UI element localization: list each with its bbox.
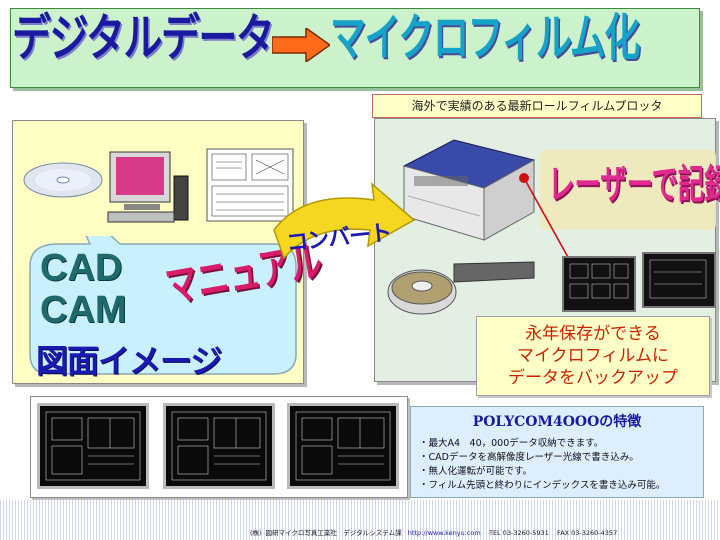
cd-disc-icon xyxy=(23,162,103,198)
computer-icon xyxy=(107,151,189,223)
footer-contact: (株）図研マイクロ写真工業社 デジタルシステム課 http://www.keny… xyxy=(250,527,617,537)
storage-line-1: 永年保存ができる xyxy=(525,324,661,344)
title-digital-data: デジタルデータ xyxy=(12,9,275,67)
film-reel-icon xyxy=(387,261,535,315)
drawing-thumbnail-1 xyxy=(37,403,149,489)
feature-item: ・フィルム先頭と終わりにインデックスを書き込み可能。 xyxy=(419,480,666,491)
title-microfilm: マイクロフィルム化 xyxy=(330,9,640,67)
cam-label: CAM xyxy=(40,289,127,331)
storage-note: 永年保存ができる マイクロフィルムに データをバックアップ xyxy=(476,316,710,396)
drawing-thumbnail-2 xyxy=(163,403,275,489)
laser-record-label: レーザーで記録 xyxy=(548,162,720,208)
cad-drawing-thumbnail xyxy=(206,148,294,222)
drawing-thumbnails-panel xyxy=(30,396,408,498)
drawing-thumbnail-3 xyxy=(287,403,399,489)
footer-company: (株）図研マイクロ写真工業社 デジタルシステム課 xyxy=(250,529,402,537)
convert-arrow-icon xyxy=(273,182,416,260)
film-plotter-icon xyxy=(402,139,536,241)
laser-label-background xyxy=(540,150,716,230)
footer-band xyxy=(0,500,720,540)
footer-url-link[interactable]: http://www.kenyu.com xyxy=(407,529,481,537)
cad-label: CAD xyxy=(40,247,123,289)
footer-tel: TEL 03-3260-5931 xyxy=(488,529,549,537)
laser-beam-line xyxy=(519,173,575,269)
right-arrow-icon xyxy=(272,28,330,62)
microfilm-frame-1 xyxy=(562,256,636,312)
feature-item: ・最大A4 40，000データ収納できます。 xyxy=(419,438,604,449)
microfilm-frame-2 xyxy=(642,252,716,308)
title-banner xyxy=(10,8,700,88)
features-panel: POLYCOM4OOOの特徴 ・最大A4 40，000データ収納できます。 ・C… xyxy=(410,406,704,498)
features-title: POLYCOM4OOOの特徴 xyxy=(472,414,642,430)
drawing-image-label: 図面イメージ xyxy=(36,342,222,380)
feature-item: ・CADデータを高解像度レーザー光線で書き込み。 xyxy=(419,452,639,463)
plotter-caption: 海外で実績のある最新ロールフィルムプロッタ xyxy=(372,94,702,118)
feature-item: ・無人化運転が可能です。 xyxy=(419,466,533,477)
storage-line-2: マイクロフィルムに xyxy=(517,346,669,366)
storage-line-3: データをバックアップ xyxy=(508,368,678,388)
footer-fax: FAX 03-3260-4357 xyxy=(557,529,618,537)
